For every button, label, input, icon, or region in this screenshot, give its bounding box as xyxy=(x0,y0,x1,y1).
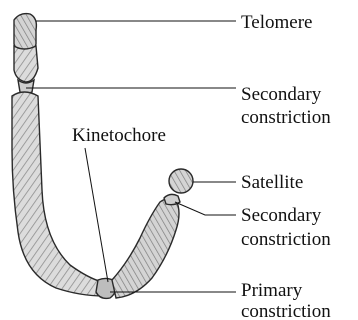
telomere-region xyxy=(14,14,36,52)
secondary-constriction-2-leader xyxy=(175,202,236,215)
label-satellite: Satellite xyxy=(241,172,303,193)
satellite-body xyxy=(169,169,193,193)
long-arm-vertical xyxy=(12,92,104,296)
long-arm-right xyxy=(112,198,179,298)
kinetochore-leader xyxy=(85,148,108,282)
short-arm-upper xyxy=(14,46,38,82)
label-primary-constriction-line2: constriction xyxy=(241,301,331,320)
label-secondary-constriction-1-line2: constriction xyxy=(241,107,331,128)
label-telomere: Telomere xyxy=(241,12,312,33)
label-secondary-constriction-2-line1: Secondary xyxy=(241,205,322,226)
label-secondary-constriction-2-line2: constriction xyxy=(241,229,331,250)
label-secondary-constriction-1-line1: Secondary xyxy=(241,84,322,105)
chromosome xyxy=(12,14,193,299)
label-kinetochore: Kinetochore xyxy=(72,125,166,146)
labels: Telomere Secondary constriction Kinetoch… xyxy=(72,12,331,320)
label-primary-constriction-line1: Primary xyxy=(241,280,303,301)
